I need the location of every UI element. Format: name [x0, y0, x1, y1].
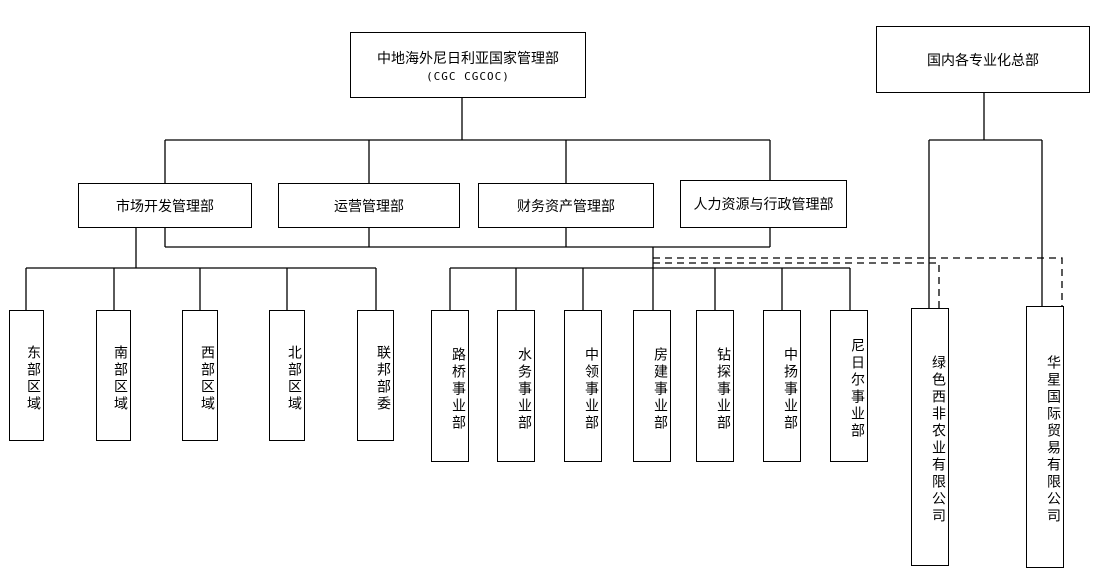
region-label: 北部区域 [286, 344, 302, 413]
region-south[interactable]: 南部区域 [96, 310, 131, 441]
region-label: 东部区域 [25, 344, 41, 413]
bu-label: 中扬事业部 [782, 346, 798, 432]
bu-label: 尼日尔事业部 [849, 338, 865, 440]
bu-water[interactable]: 水务事业部 [497, 310, 535, 462]
domestic-hq-label: 国内各专业化总部 [927, 52, 1039, 69]
bu-roads-bridges[interactable]: 路桥事业部 [431, 310, 469, 462]
dashed-connector-outer [653, 257, 1063, 306]
dashed-connector-inner [653, 262, 940, 308]
domestic-hq-box[interactable]: 国内各专业化总部 [876, 26, 1090, 93]
bu-label: 钻探事业部 [715, 346, 731, 432]
region-label: 联邦部委 [375, 344, 391, 413]
bu-building[interactable]: 房建事业部 [633, 310, 671, 462]
dept-operations[interactable]: 运营管理部 [278, 183, 460, 228]
company-label: 华星国际贸易有限公司 [1045, 355, 1061, 525]
company-huaxing-trade[interactable]: 华星国际贸易有限公司 [1026, 306, 1064, 568]
bu-zhongling[interactable]: 中领事业部 [564, 310, 602, 462]
country-management-box[interactable]: 中地海外尼日利亚国家管理部 (CGC CGCOC) [350, 32, 586, 98]
dept-label: 市场开发管理部 [116, 198, 214, 215]
region-east[interactable]: 东部区域 [9, 310, 44, 441]
bu-niger[interactable]: 尼日尔事业部 [830, 310, 868, 462]
company-label: 绿色西非农业有限公司 [930, 355, 946, 525]
dept-finance-assets[interactable]: 财务资产管理部 [478, 183, 654, 228]
country-management-subtitle: (CGC CGCOC) [426, 69, 510, 83]
bu-label: 房建事业部 [652, 346, 668, 432]
dept-hr-admin[interactable]: 人力资源与行政管理部 [680, 180, 847, 228]
dept-label: 运营管理部 [334, 198, 404, 215]
bu-drilling[interactable]: 钻探事业部 [696, 310, 734, 462]
region-west[interactable]: 西部区域 [182, 310, 218, 441]
region-label: 西部区域 [199, 344, 215, 413]
country-management-title: 中地海外尼日利亚国家管理部 [377, 50, 559, 67]
bu-label: 中领事业部 [583, 346, 599, 432]
region-north[interactable]: 北部区域 [269, 310, 305, 441]
dept-label: 财务资产管理部 [517, 198, 615, 215]
bu-label: 水务事业部 [516, 346, 532, 432]
bu-label: 路桥事业部 [450, 346, 466, 432]
dept-market-development[interactable]: 市场开发管理部 [78, 183, 252, 228]
region-label: 南部区域 [112, 344, 128, 413]
bu-zhongyang[interactable]: 中扬事业部 [763, 310, 801, 462]
region-federal-ministries[interactable]: 联邦部委 [357, 310, 394, 441]
company-green-west-africa-agri[interactable]: 绿色西非农业有限公司 [911, 308, 949, 566]
dept-label: 人力资源与行政管理部 [693, 197, 834, 213]
